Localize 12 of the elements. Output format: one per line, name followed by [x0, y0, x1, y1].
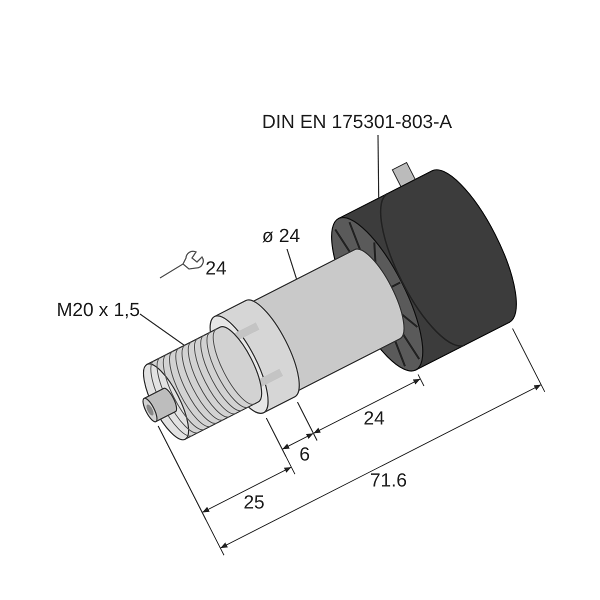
- part-label: M20 x 1,5: [20, 300, 140, 323]
- part-label: ø 24: [262, 226, 300, 249]
- dimension-value: 24: [364, 410, 385, 431]
- leader-line: [286, 248, 298, 280]
- part-label: DIN EN 175301-803-A: [262, 112, 452, 135]
- dimension-value: 71.6: [370, 471, 407, 492]
- wrench-size-label: 24: [205, 260, 227, 280]
- dimension-value: 6: [299, 445, 310, 466]
- thread-drawing: [142, 326, 262, 440]
- leader-line: [377, 135, 380, 198]
- dimension-value: 25: [243, 494, 265, 514]
- leader-line: [140, 314, 185, 346]
